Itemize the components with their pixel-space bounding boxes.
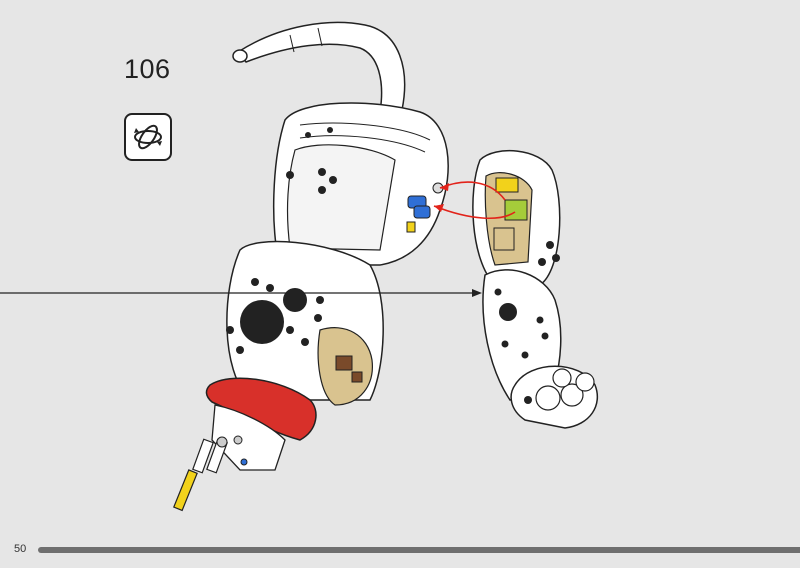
- page-number: 50: [14, 543, 27, 555]
- rotate-model-icon: [124, 113, 172, 161]
- step-number: 106: [124, 54, 171, 84]
- pointer-line: [0, 289, 482, 297]
- blue-pins: [406, 182, 444, 233]
- red-ring: [205, 377, 317, 441]
- progress-bar: [38, 547, 800, 553]
- leg-assembly: [472, 149, 599, 429]
- tail: [232, 21, 406, 113]
- body-lower: [226, 240, 384, 406]
- axle-assembly: [173, 404, 286, 512]
- assembly-arrows: [433, 181, 516, 220]
- body-upper: [272, 102, 449, 266]
